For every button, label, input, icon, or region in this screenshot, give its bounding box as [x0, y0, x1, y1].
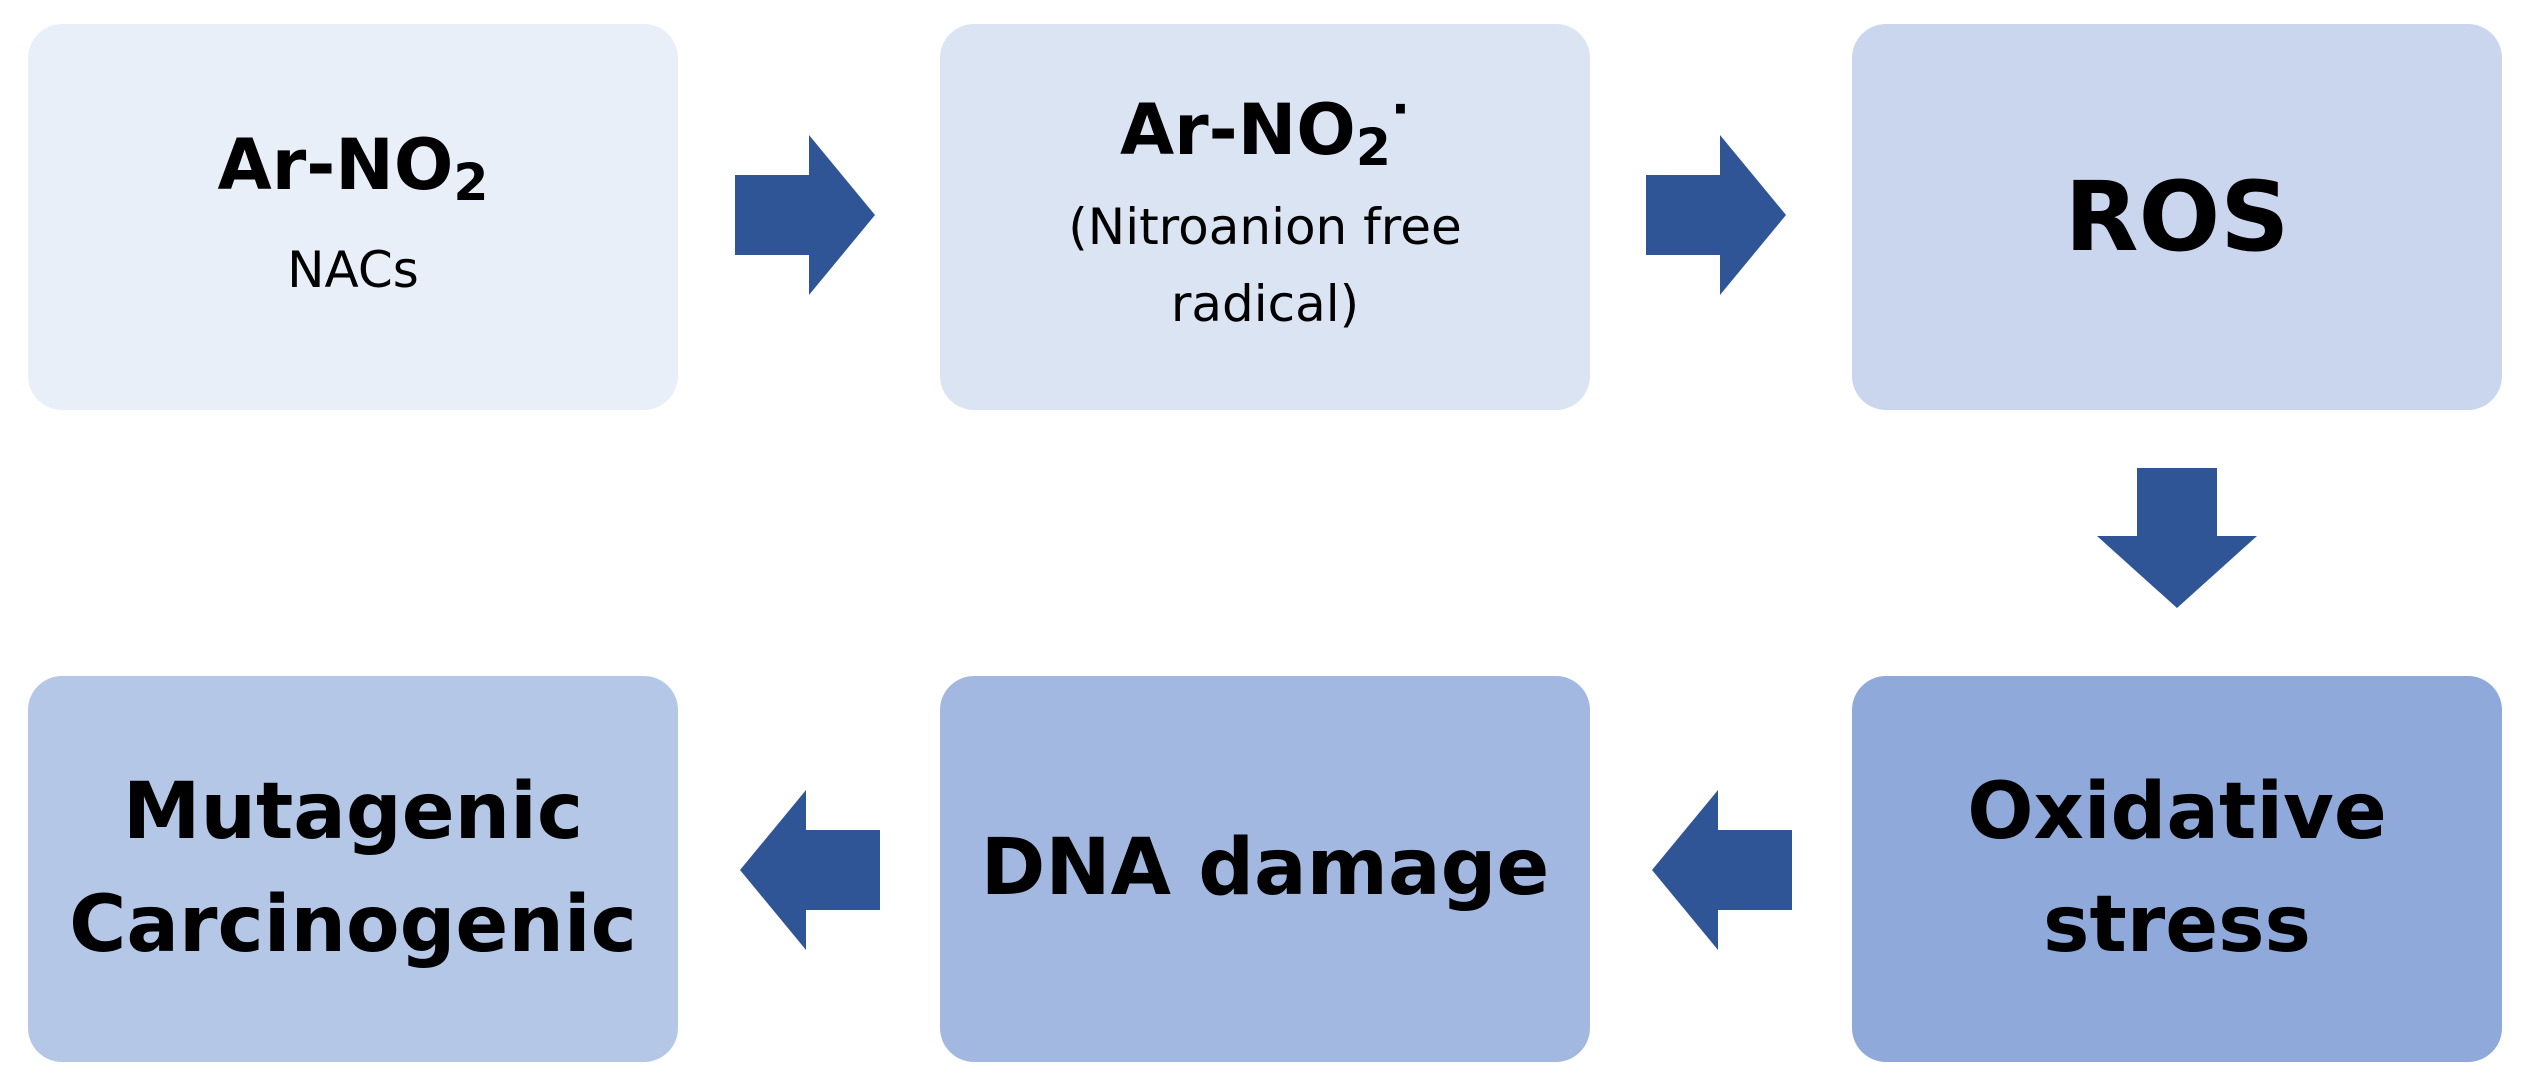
- ar-no2-caption: NACs: [287, 240, 419, 299]
- radical-formula-main: Ar-NO: [1119, 89, 1356, 172]
- radical-formula-dot: ·: [1390, 79, 1411, 139]
- node-mutagenic-carcinogenic: Mutagenic Carcinogenic: [28, 676, 678, 1062]
- oxidative-stress-line-1: Oxidative: [1967, 766, 2387, 857]
- radical-formula: Ar-NO2·: [1119, 84, 1410, 173]
- radical-caption-line-2: radical): [1170, 275, 1360, 334]
- node-nitroanion-radical: Ar-NO2· (Nitroanion free radical): [940, 24, 1590, 410]
- radical-formula-subscript: 2: [1355, 118, 1391, 178]
- ar-no2-formula: Ar-NO2: [217, 124, 489, 208]
- arrow-right-icon: [1646, 135, 1786, 295]
- outcome-line-mutagenic: Mutagenic: [122, 766, 584, 857]
- radical-caption-line-1: (Nitroanion free: [1068, 197, 1462, 256]
- node-dna-damage: DNA damage: [940, 676, 1590, 1062]
- outcome-title: Mutagenic Carcinogenic: [69, 756, 637, 982]
- node-oxidative-stress: Oxidative stress: [1852, 676, 2502, 1062]
- arrow-right-icon: [735, 135, 875, 295]
- ar-no2-formula-subscript: 2: [453, 153, 489, 213]
- arrow-down-icon: [2097, 468, 2257, 608]
- outcome-line-carcinogenic: Carcinogenic: [69, 880, 637, 970]
- dna-damage-title: DNA damage: [980, 823, 1550, 914]
- arrow-left-icon: [1652, 790, 1792, 950]
- arrow-left-icon: [740, 790, 880, 950]
- oxidative-stress-title: Oxidative stress: [1967, 756, 2387, 982]
- node-ar-no2: Ar-NO2 NACs: [28, 24, 678, 410]
- node-ros: ROS: [1852, 24, 2502, 410]
- oxidative-stress-line-2: stress: [2043, 880, 2311, 970]
- radical-caption: (Nitroanion free radical): [1068, 189, 1461, 344]
- ar-no2-formula-main: Ar-NO: [217, 124, 454, 206]
- ros-title: ROS: [2064, 160, 2290, 273]
